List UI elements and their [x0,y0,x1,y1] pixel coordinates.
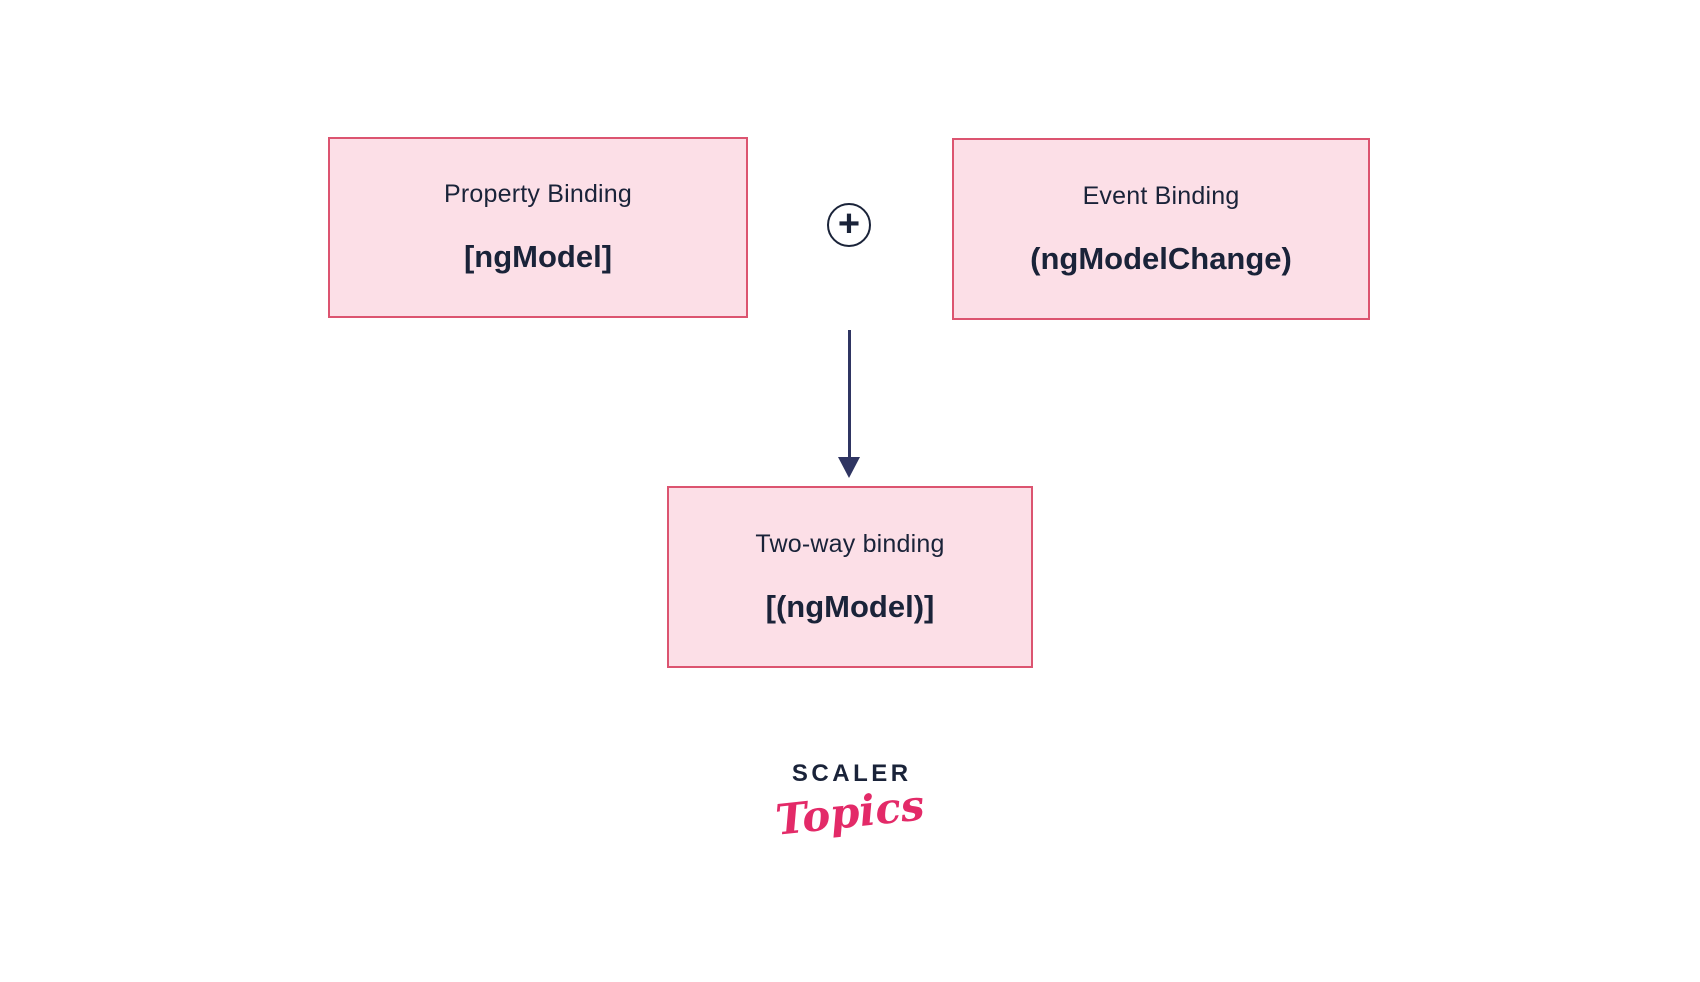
property-binding-code: [ngModel] [463,239,613,274]
logo-brand-text: SCALER [791,760,912,787]
two-way-binding-code: [(ngModel)] [765,588,935,624]
property-binding-box: Property Binding [ngModel] [328,137,748,318]
two-way-binding-title: Two-way binding [755,529,945,558]
property-binding-title: Property Binding [443,180,633,208]
event-binding-box: Event Binding (ngModelChange) [952,138,1370,320]
event-binding-title: Event Binding [1082,181,1240,210]
event-binding-code: (ngModelChange) [1030,240,1292,276]
arrow-down-icon [838,457,860,478]
plus-icon: + [827,203,871,247]
arrow-down-line [848,330,851,458]
scaler-topics-logo: SCALER Topics [773,760,926,845]
two-way-binding-box: Two-way binding [(ngModel)] [667,486,1033,668]
logo-product-text: Topics [773,780,927,845]
